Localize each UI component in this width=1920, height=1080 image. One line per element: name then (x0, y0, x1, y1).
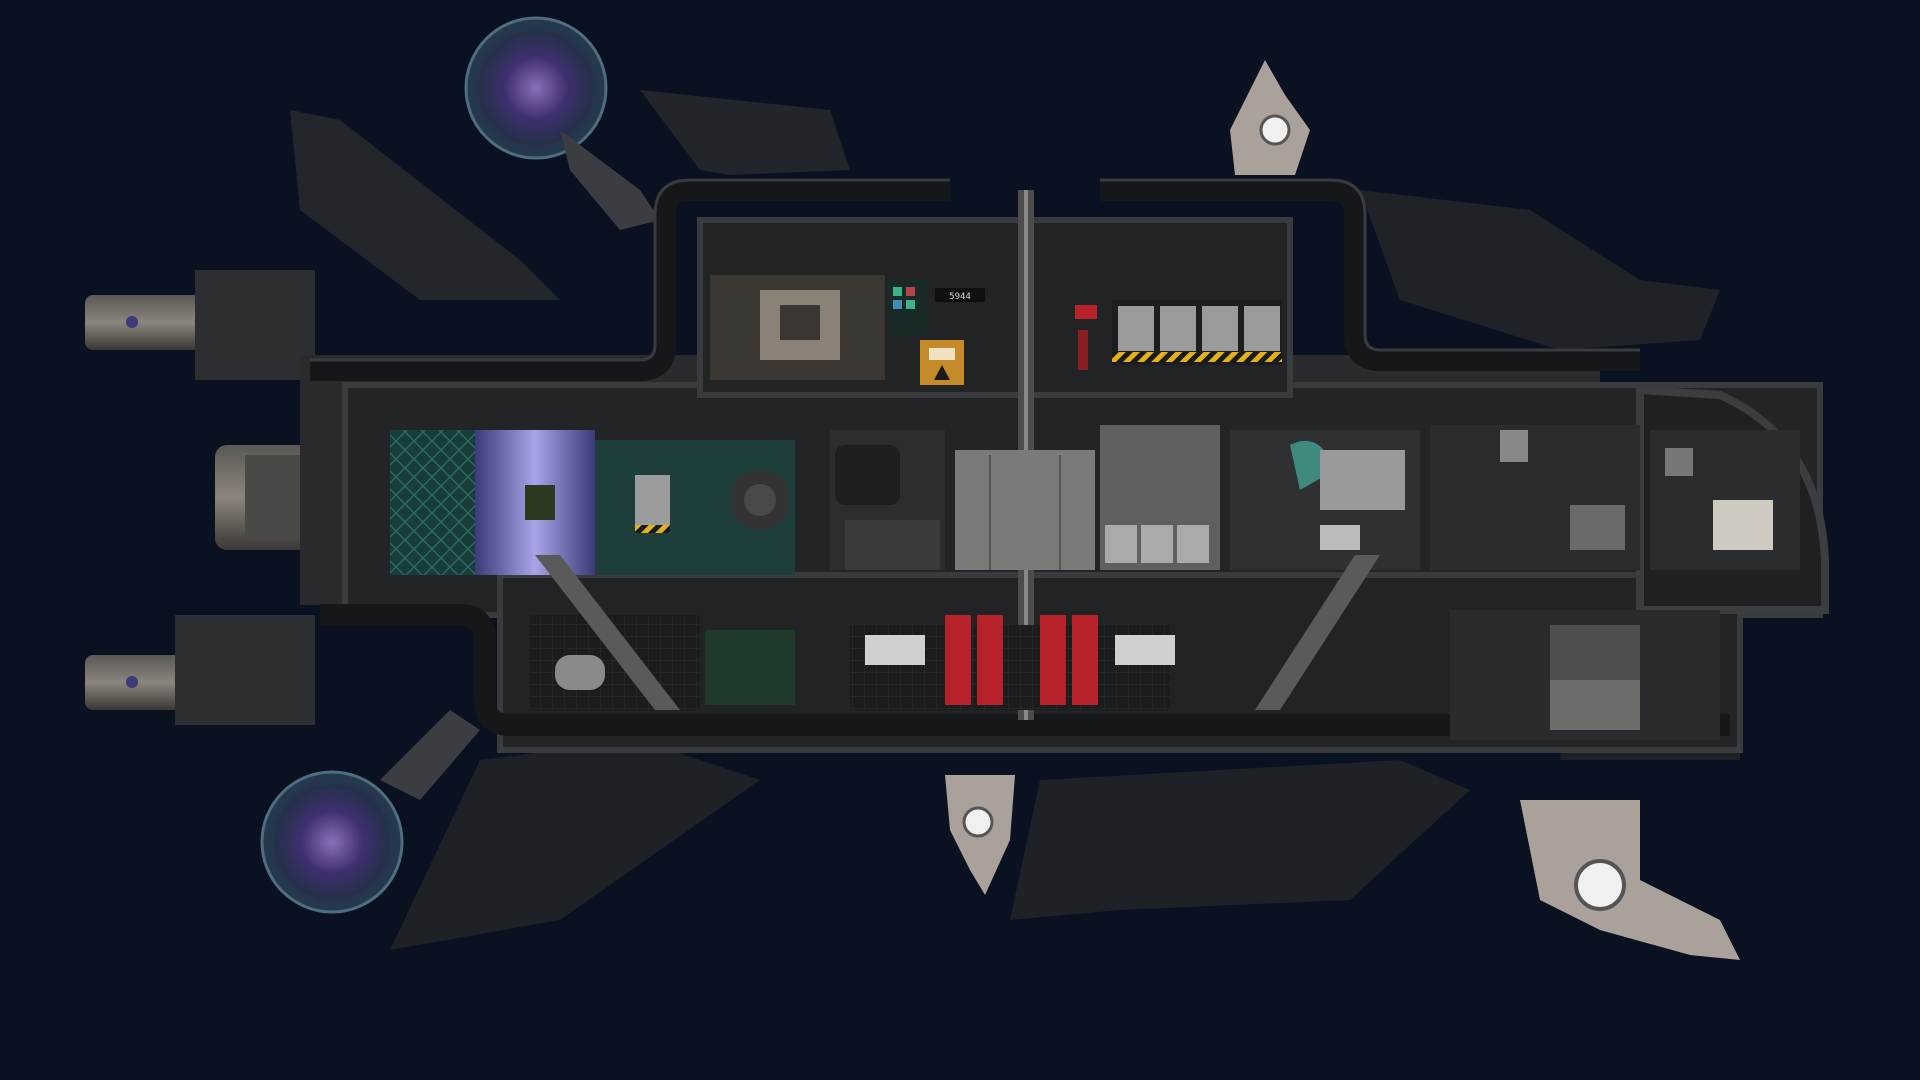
room-power-panel[interactable] (850, 615, 1175, 710)
computer-terminal[interactable] (888, 280, 928, 335)
stairs-left[interactable] (535, 555, 680, 710)
room-fabricator[interactable] (1450, 610, 1720, 740)
turret-bottom-left[interactable] (945, 775, 1015, 895)
shield-orb-bottom[interactable] (260, 710, 480, 914)
pipe-conduits (310, 179, 1730, 736)
room-engine-core[interactable] (595, 440, 795, 575)
room-reactor[interactable] (475, 430, 595, 575)
shield-orb-top[interactable] (464, 16, 660, 230)
battery-bank[interactable] (1112, 300, 1282, 365)
room-lockers[interactable] (955, 450, 1095, 570)
room-sign: 5944 (935, 288, 985, 302)
pipe-highlights (310, 178, 1640, 362)
room-sign-text: 5944 (949, 292, 971, 302)
room-machinery[interactable] (1100, 425, 1220, 570)
room-engine-control[interactable] (710, 275, 885, 380)
thruster-bottom (85, 615, 315, 725)
room-teal-bay[interactable] (390, 430, 475, 575)
room-cockpit[interactable] (1650, 430, 1800, 570)
turret-top[interactable] (1230, 60, 1310, 175)
stairs-right[interactable] (1255, 555, 1380, 710)
room-crate-stack[interactable] (705, 630, 795, 705)
turret-bottom-right[interactable] (1520, 800, 1740, 960)
room-cargo[interactable] (830, 430, 945, 570)
red-alert-light (1075, 305, 1097, 370)
warning-crate[interactable] (920, 340, 964, 385)
room-crew-bay[interactable] (1430, 425, 1640, 570)
thruster-top (85, 270, 315, 380)
room-medbay[interactable] (1230, 430, 1420, 570)
